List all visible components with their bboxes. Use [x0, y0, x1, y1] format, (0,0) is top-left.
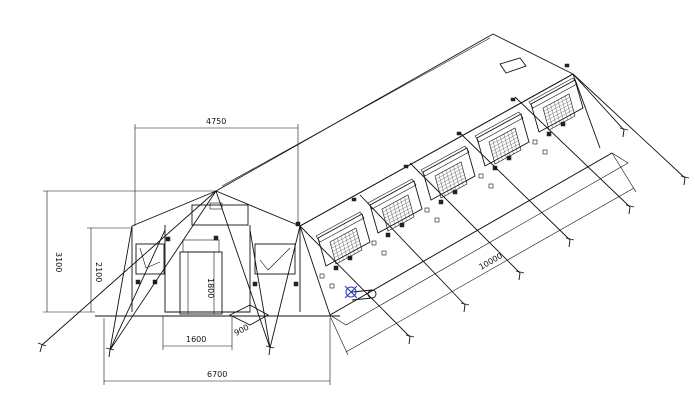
fastener-marker — [492, 165, 498, 171]
entrance-door — [165, 235, 223, 315]
stake — [680, 175, 690, 186]
dim-door-height: 1800 — [206, 278, 215, 298]
side-window-awning — [315, 211, 365, 243]
fastener-marker — [506, 155, 512, 161]
fastener-marker — [560, 121, 566, 127]
stake — [619, 127, 629, 138]
dim-total-height: 3100 — [54, 252, 63, 272]
vent-marker — [319, 273, 325, 279]
side-window-mesh — [329, 227, 363, 265]
pipe-valve — [344, 285, 377, 301]
dim-top-width: 4750 — [206, 117, 226, 126]
stake — [105, 347, 115, 358]
fastener-marker — [347, 255, 353, 261]
side-wall-front-edge — [299, 225, 331, 316]
dim-front-depth: 900 — [233, 323, 251, 338]
guy-rope — [109, 225, 133, 351]
roof-right-eave — [215, 190, 301, 227]
fastener-marker — [385, 232, 391, 238]
stake — [405, 334, 415, 345]
side-window-frame — [422, 147, 476, 201]
side-window — [315, 197, 371, 289]
fastener-marker — [546, 131, 552, 137]
dim-base-width: 6700 — [207, 370, 227, 379]
side-wall-top — [299, 73, 574, 227]
side-window — [367, 164, 423, 256]
door-upper-panel — [182, 239, 220, 253]
side-window-mesh — [542, 93, 576, 131]
fastener-marker — [452, 189, 458, 195]
guy-rope — [41, 190, 217, 346]
guy-rope — [249, 229, 271, 349]
valve-symbol — [345, 286, 357, 298]
stake — [265, 345, 275, 356]
guy-rope — [109, 229, 166, 351]
vent-marker — [488, 183, 494, 189]
guy-rope — [514, 96, 631, 208]
stake — [515, 270, 525, 281]
guy-rope — [572, 73, 686, 179]
vent-marker — [542, 149, 548, 155]
side-window-frame — [476, 113, 530, 167]
fastener-marker — [399, 222, 405, 228]
side-window-awning — [474, 111, 524, 143]
side-windows — [315, 63, 584, 289]
side-window-mesh — [434, 161, 468, 199]
roof-grommet — [510, 97, 516, 102]
stake — [565, 237, 575, 248]
stake — [625, 204, 635, 215]
dim-door-width: 1600 — [186, 335, 206, 344]
side-window — [420, 131, 476, 223]
vent-marker — [381, 250, 387, 256]
side-window-awning — [420, 145, 470, 177]
vestibule-vent — [209, 202, 223, 210]
vent-marker — [371, 240, 377, 246]
roof-left-eave — [131, 190, 217, 227]
guy-ropes — [37, 73, 690, 358]
front-step — [228, 304, 269, 326]
fastener-marker — [333, 265, 339, 271]
vestibule-wall — [164, 225, 251, 313]
dim-length: 10000 — [478, 251, 505, 272]
guy-rope — [215, 190, 271, 349]
guy-rope — [269, 225, 301, 349]
vent-marker — [329, 283, 335, 289]
guy-rope — [572, 73, 625, 131]
side-window-frame — [530, 79, 584, 133]
side-window-frame — [369, 180, 423, 234]
vent-marker — [424, 207, 430, 213]
guy-rope — [109, 190, 217, 351]
vent-marker — [434, 217, 440, 223]
side-window-frame — [317, 213, 371, 267]
guy-rope — [459, 132, 571, 241]
side-wall-back-edge — [572, 73, 601, 149]
side-window-mesh — [381, 194, 415, 232]
stake — [460, 302, 470, 313]
guy-rope — [409, 162, 521, 274]
vestibule-frame — [191, 204, 249, 226]
roof-grommet — [351, 197, 357, 202]
vent-marker — [532, 139, 538, 145]
side-window-awning — [528, 77, 578, 109]
dim-wall-height: 2100 — [94, 262, 103, 282]
roof-vent — [499, 57, 527, 74]
fastener-marker — [438, 199, 444, 205]
vent-marker — [478, 173, 484, 179]
door-marker-right — [213, 235, 219, 241]
side-window — [528, 63, 584, 155]
side-window-mesh — [488, 127, 522, 165]
side-window — [474, 97, 530, 189]
ground-flap — [329, 152, 629, 326]
guy-rope — [299, 225, 411, 338]
side-window-awning — [367, 178, 417, 210]
tent-outline — [95, 33, 629, 326]
door-marker-left — [165, 236, 171, 242]
roof-grommet — [403, 164, 409, 169]
roof-end-line — [492, 33, 574, 75]
stake — [37, 342, 47, 353]
guy-rope — [359, 194, 466, 306]
roof-grommet — [564, 63, 570, 68]
